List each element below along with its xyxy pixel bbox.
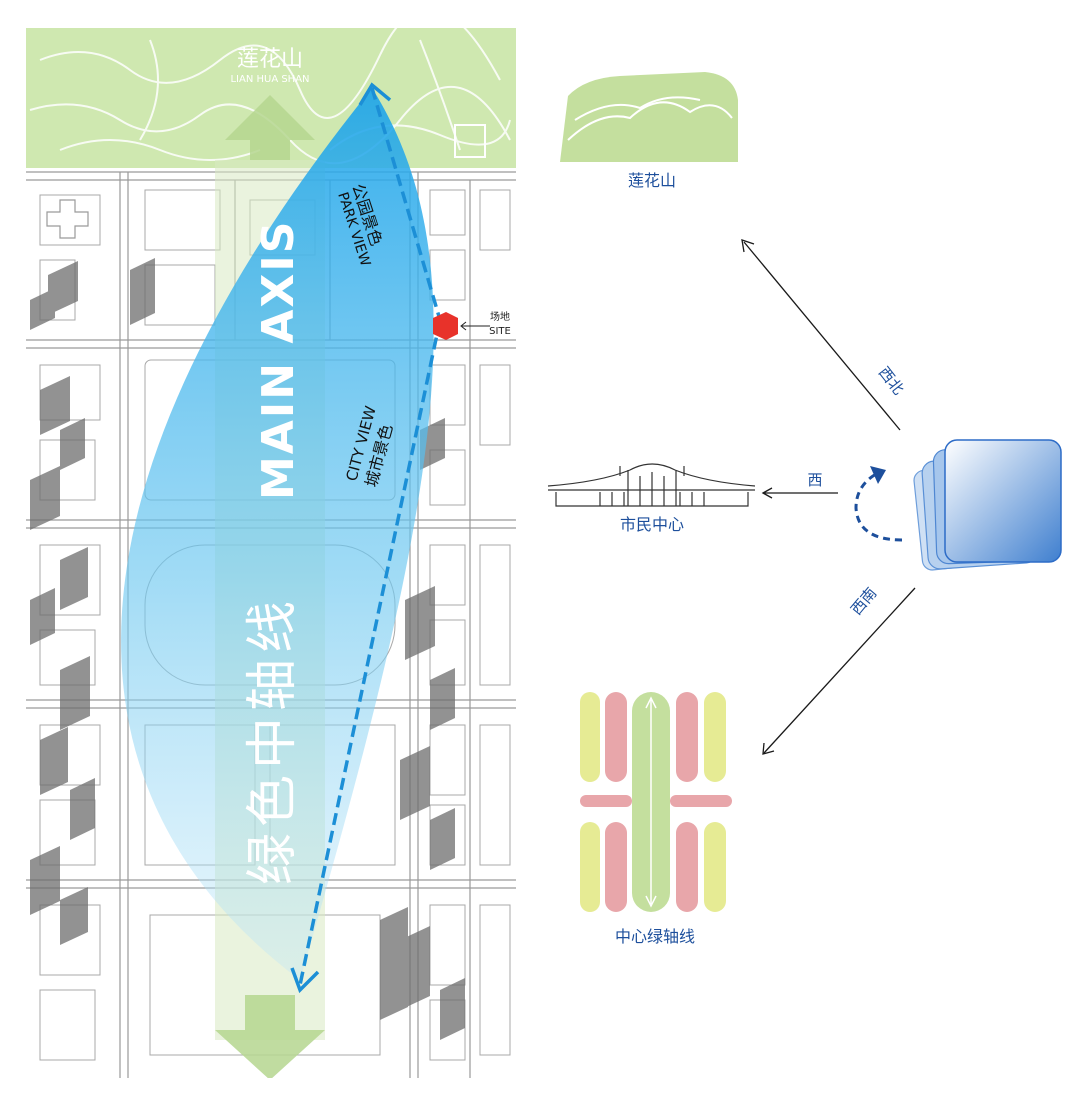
cross-building bbox=[46, 199, 89, 239]
site-label-en: SITE bbox=[489, 326, 511, 337]
main-axis-label-en: MAIN AXIS bbox=[253, 220, 304, 500]
green-axis-icon bbox=[580, 692, 732, 912]
axis-arrow-top bbox=[225, 95, 315, 160]
civic-center-icon bbox=[547, 463, 756, 507]
rotation-arc bbox=[854, 472, 903, 542]
site-map: 场地 SITE 莲花山 LIAN HUA SHAN MAIN AXIS 绿色中轴… bbox=[26, 28, 516, 1078]
park-view-line bbox=[370, 87, 442, 321]
map-mountain-label-en: LIAN HUA SHAN bbox=[230, 74, 309, 85]
southwest-label: 西南 bbox=[847, 584, 880, 619]
city-view-line bbox=[298, 319, 442, 986]
building-view-icon bbox=[913, 439, 1062, 571]
main-axis-label-cn: 绿色中轴线 bbox=[243, 595, 303, 885]
northwest-label: 西北 bbox=[875, 363, 908, 398]
civic-center-legend-label: 市民中心 bbox=[620, 515, 684, 534]
green-axis-legend-label: 中心绿轴线 bbox=[615, 927, 695, 946]
west-label: 西 bbox=[807, 471, 822, 489]
arrowhead-north bbox=[358, 82, 392, 106]
map-mountain-label-cn: 莲花山 bbox=[237, 47, 303, 72]
building-shadows bbox=[30, 258, 465, 1040]
mountain-icon bbox=[560, 72, 738, 162]
northwest-arrow bbox=[743, 241, 901, 431]
mountain-legend-label: 莲花山 bbox=[628, 171, 676, 190]
view-cone bbox=[121, 88, 434, 980]
axis-arrow-bottom bbox=[215, 995, 325, 1078]
rotation-arrowhead bbox=[870, 466, 886, 484]
site-label-cn: 场地 bbox=[490, 310, 510, 323]
site-marker bbox=[433, 312, 458, 340]
arrowhead-south bbox=[290, 967, 320, 994]
southwest-arrow bbox=[763, 587, 916, 754]
